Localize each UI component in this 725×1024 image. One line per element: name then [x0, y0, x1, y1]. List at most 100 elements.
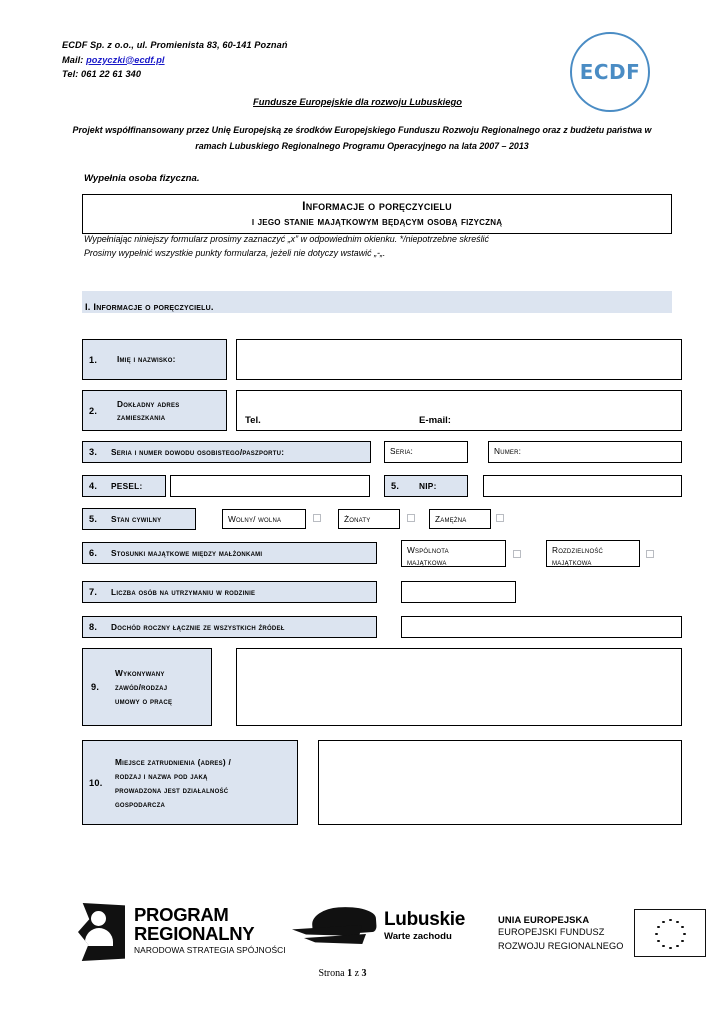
row-5-label-text: Stan cywilny [111, 513, 162, 524]
row-6-checkbox-rozdzielnosc[interactable] [646, 550, 654, 558]
email-link[interactable]: pozyczki@ecdf.pl [86, 54, 165, 65]
page-number: Strona 1 z 3 [0, 968, 725, 979]
ecdf-logo-text: ECDF [579, 60, 641, 84]
row-2-input[interactable]: Tel. E-mail: [236, 390, 682, 431]
row-5-checkbox-wolny[interactable] [313, 514, 321, 522]
program-regionalny-text: PROGRAM REGIONALNY NARODOWA STRATEGIA SP… [134, 905, 286, 957]
row-6-option-wspolnota[interactable]: Wspólnota majątkowa [401, 540, 506, 567]
form-title-line1: Informacje o poręczycielu [302, 199, 452, 213]
eu-star-icon [676, 944, 679, 948]
star-figure-icon [78, 903, 125, 961]
row-2-label-text: Dokładny adres zamieszkania [83, 398, 179, 423]
row-5-label: 5. Stan cywilny [82, 508, 196, 530]
row-8-label: 8. Dochód roczny łącznie ze wszystkich ź… [82, 616, 377, 638]
row-1-number: 1. [89, 354, 98, 365]
eu-star-icon [683, 932, 686, 936]
row-10-input[interactable] [318, 740, 682, 825]
row-3-seria-label: Seria: [390, 446, 414, 456]
row-6-wspolnota-line2: majątkowa [407, 557, 447, 567]
row-4-pesel-input[interactable] [170, 475, 370, 497]
row-2-label-line1: Dokładny adres [117, 399, 180, 409]
row-6-checkbox-wspolnota[interactable] [513, 550, 521, 558]
row-9-label-line1: Wykonywany [115, 668, 165, 678]
row-9-label-line3: umowy o pracę [115, 696, 173, 706]
eu-star-icon [657, 925, 660, 929]
row-10-label-line3: prowadzona jest działalność [115, 784, 229, 795]
row-4-label: 4. PESEL: [82, 475, 166, 497]
pr-line2: REGIONALNY [134, 923, 255, 944]
lubuskie-logo: Lubuskie Warte zachodu [292, 904, 465, 951]
row-4-number: 4. [89, 481, 98, 491]
row-3-numer-label: Numer: [494, 446, 522, 456]
row-1-input[interactable] [236, 339, 682, 380]
row-4-label-text: PESEL: [111, 480, 143, 491]
row-3-number: 3. [89, 447, 98, 457]
row-9-input[interactable] [236, 648, 682, 726]
row-6-rozdzielnosc-line2: majątkowa [552, 557, 592, 567]
lubuskie-text: Lubuskie Warte zachodu [384, 910, 465, 943]
row-7-input[interactable] [401, 581, 516, 603]
row-8-input[interactable] [401, 616, 682, 638]
pr-line3: NARODOWA STRATEGIA SPÓJNOŚCI [134, 945, 286, 955]
row-3-numer-input[interactable]: Numer: [488, 441, 682, 463]
company-contact-block: ECDF Sp. z o.o., ul. Promienista 83, 60-… [62, 38, 288, 82]
row-6-option-rozdzielnosc[interactable]: Rozdzielność majątkowa [546, 540, 640, 567]
row-5a-label-text: NIP: [419, 480, 437, 491]
program-regionalny-logo: PROGRAM REGIONALNY NARODOWA STRATEGIA SP… [78, 903, 286, 961]
eu-star-icon [681, 939, 684, 943]
row-5a-nip-input[interactable] [483, 475, 682, 497]
fundusze-heading: Fundusze Europejskie dla rozwoju Lubuski… [253, 96, 462, 107]
company-address-line: ECDF Sp. z o.o., ul. Promienista 83, 60-… [62, 40, 288, 50]
row-2-label-line2: zamieszkania [117, 411, 166, 422]
row-3-label-text: Seria i numer dowodu osobistego/paszport… [111, 446, 285, 457]
row-1-label: 1. Imię i nazwisko: [82, 339, 227, 380]
row-9-label-text: Wykonywany zawód/rodzaj umowy o pracę [83, 666, 172, 708]
row-9-label: 9. Wykonywany zawód/rodzaj umowy o pracę [82, 648, 212, 726]
row-9-number: 9. [91, 682, 100, 692]
row-3-seria-input[interactable]: Seria: [384, 441, 468, 463]
instructions-line1: Wypełniając niniejszy formularz prosimy … [84, 234, 489, 244]
row-5-option-zamezna[interactable]: Zamężna [429, 509, 491, 529]
row-7-label-text: Liczba osób na utrzymaniu w rodzinie [111, 586, 256, 597]
row-7-number: 7. [89, 587, 98, 597]
instructions-line2: Prosimy wypełnić wszystkie punkty formul… [84, 247, 386, 258]
row-6-option-rozdzielnosc-text: Rozdzielność majątkowa [552, 544, 603, 568]
section-header-bar: I. Informacje o poręczycielu. [82, 291, 672, 313]
row-9-label-line2: zawód/rodzaj [115, 682, 168, 692]
eu-star-icon [676, 920, 679, 924]
ue-line1: UNIA EUROPEJSKA [498, 913, 590, 925]
lub-line2: Warte zachodu [384, 931, 452, 942]
row-5-option-wolny[interactable]: Wolny/ wolna [222, 509, 306, 529]
ue-line3: ROZWOJU REGIONALNEGO [498, 940, 624, 951]
row-5a-number: 5. [391, 481, 400, 491]
row-3-label: 3. Seria i numer dowodu osobistego/paszp… [82, 441, 371, 463]
eu-star-icon [655, 932, 658, 936]
page-prefix: Strona [318, 968, 348, 979]
page-mid: z [352, 968, 362, 979]
page-current: 1 [347, 968, 353, 979]
lub-line1: Lubuskie [384, 909, 466, 930]
row-5-option-zonaty[interactable]: Żonaty [338, 509, 400, 529]
row-10-label-text: Miejsce zatrudnienia (adres) / rodzaj i … [83, 755, 231, 811]
row-10-label-line2: rodzaj i nazwa pod jaką [115, 770, 208, 781]
row-6-label: 6. Stosunki majątkowe między małżonkami [82, 542, 377, 564]
page-footer: PROGRAM REGIONALNY NARODOWA STRATEGIA SP… [0, 895, 725, 1000]
eu-star-icon [681, 925, 684, 929]
company-mail-line: Mail: pozyczki@ecdf.pl [62, 53, 288, 68]
form-title-line2: i jego stanie majątkowym będącym osobą f… [251, 215, 503, 228]
unia-text: UNIA EUROPEJSKA EUROPEJSKI FUNDUSZ ROZWO… [498, 913, 624, 954]
row-10-label-line1: Miejsce zatrudnienia (adres) / [115, 756, 232, 767]
eu-star-icon [669, 946, 672, 950]
row-5-checkbox-zamezna[interactable] [496, 514, 504, 522]
row-1-label-text: Imię i nazwisko: [117, 354, 176, 365]
filled-by-note: Wypełnia osoba fizyczna. [84, 173, 200, 184]
eu-star-icon [662, 944, 665, 948]
row-5-checkbox-zonaty[interactable] [407, 514, 415, 522]
row-6-wspolnota-line1: Wspólnota [407, 545, 449, 555]
ue-line2: EUROPEJSKI FUNDUSZ [498, 927, 605, 938]
row-2-label: 2. Dokładny adres zamieszkania [82, 390, 227, 431]
form-instructions: Wypełniając niniejszy formularz prosimy … [84, 233, 489, 260]
eu-star-icon [662, 920, 665, 924]
row-5a-label: 5. NIP: [384, 475, 468, 497]
